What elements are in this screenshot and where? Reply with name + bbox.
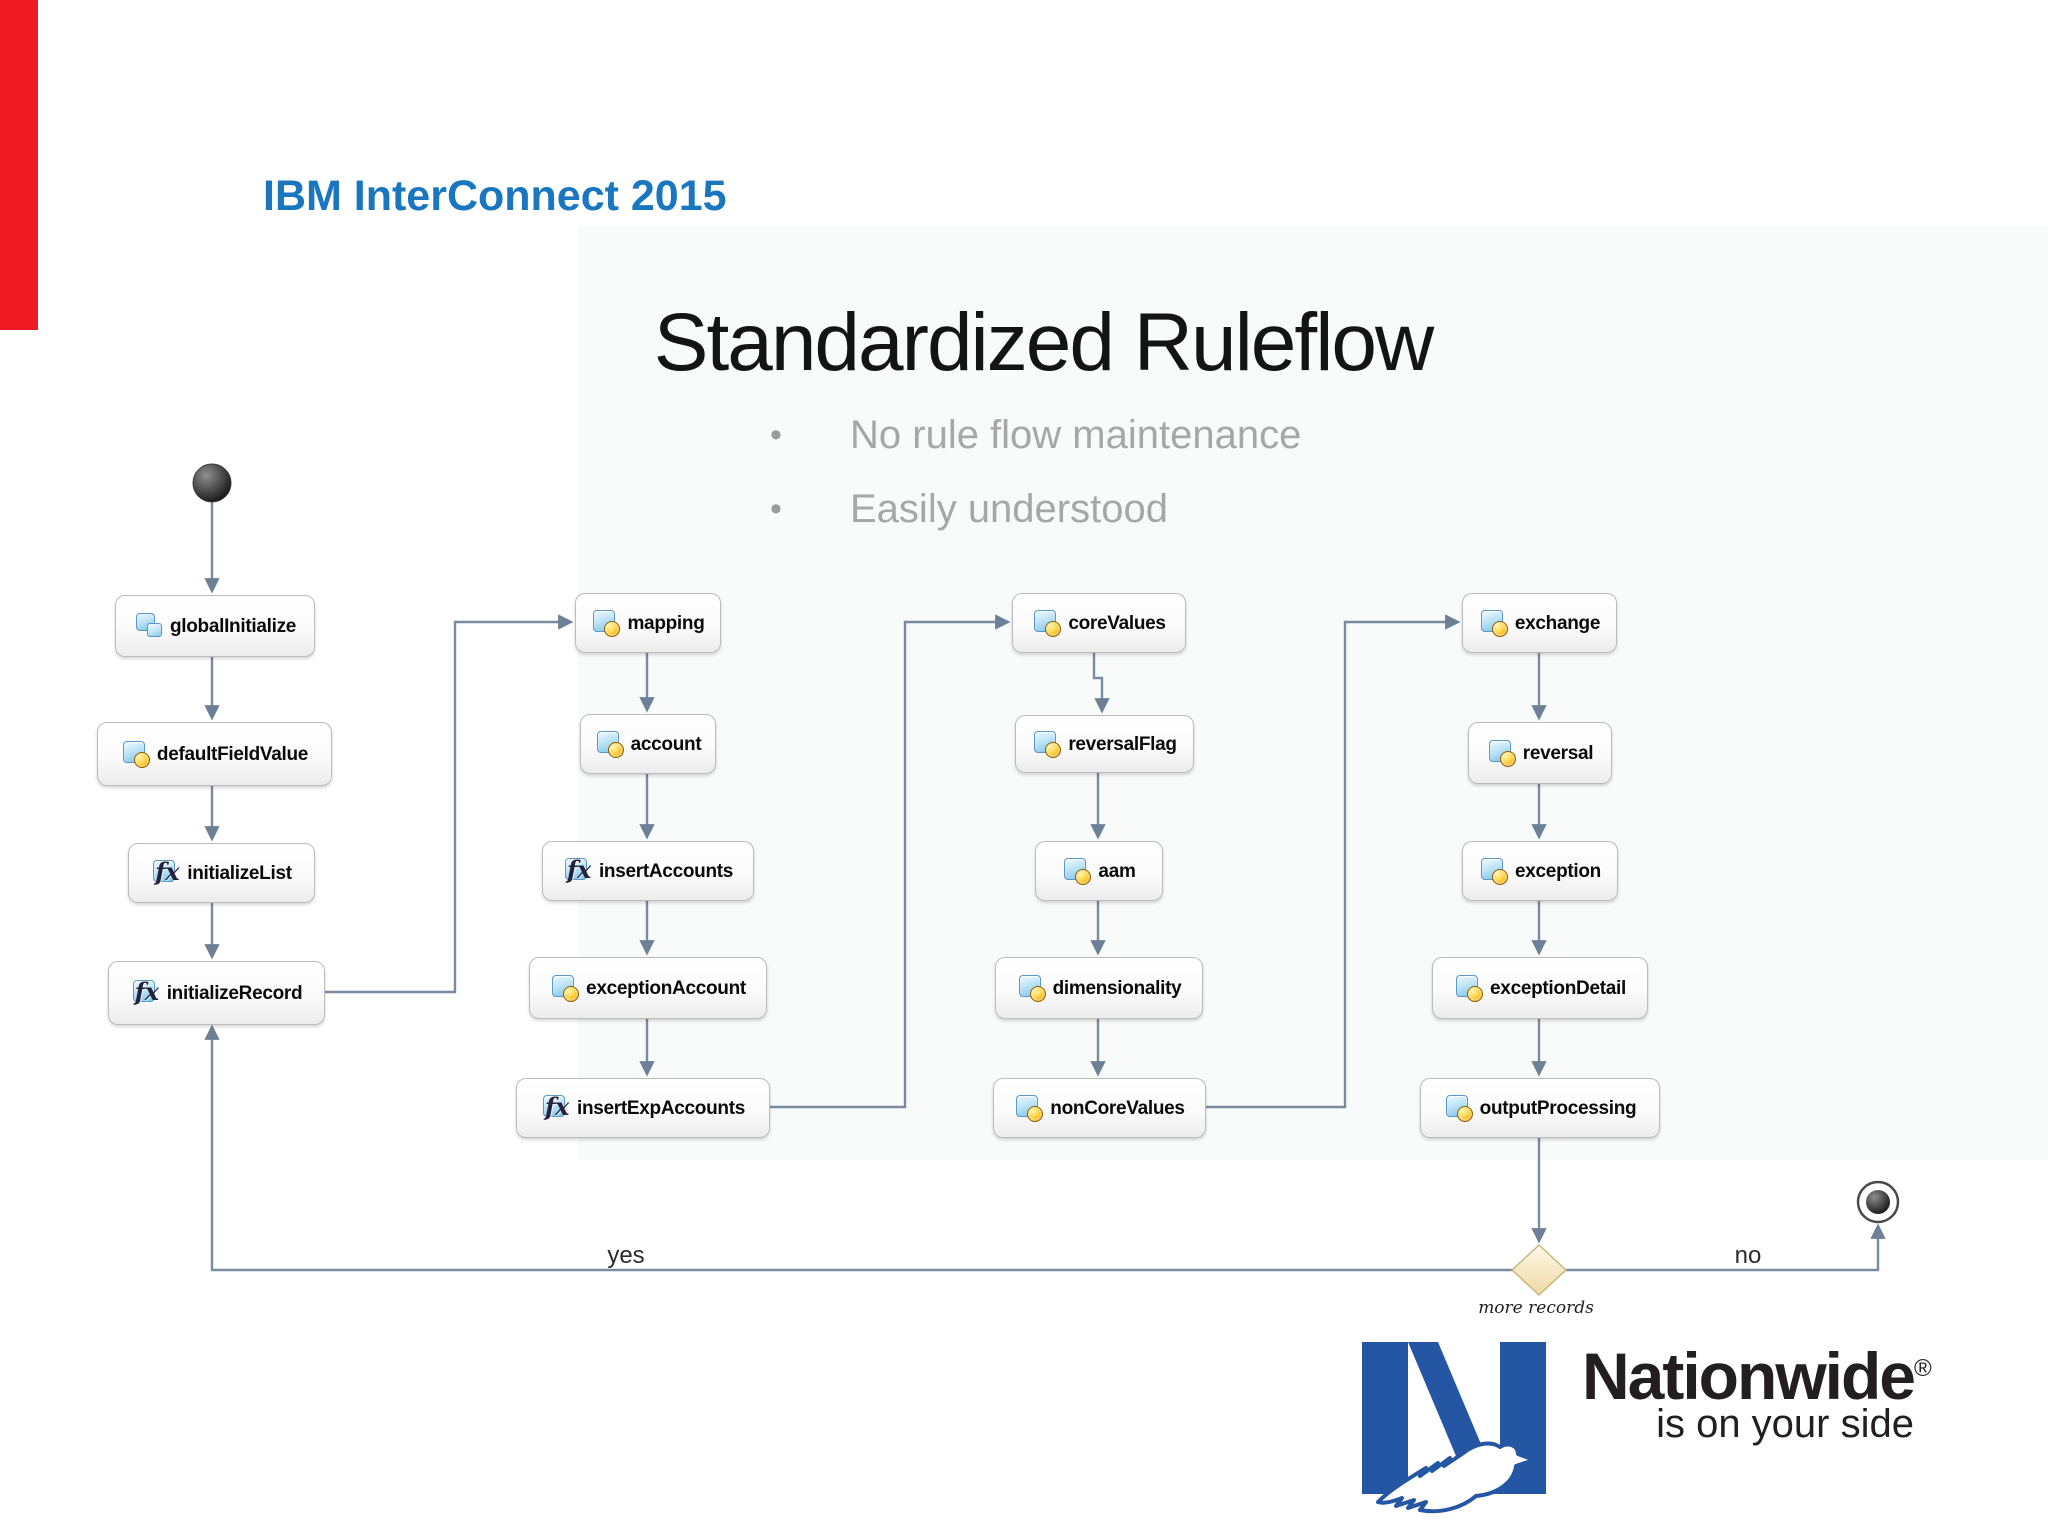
flow-node-globalInitialize: globalInitialize [115, 595, 315, 657]
rule-task-icon [595, 728, 627, 760]
flow-node-label: mapping [627, 613, 705, 634]
rule-task-icon [550, 972, 582, 1004]
rule-task-icon [1454, 972, 1486, 1004]
flow-node-label: reversalFlag [1068, 734, 1177, 755]
flow-node-label: exchange [1514, 613, 1601, 634]
function-icon: fx [564, 855, 591, 884]
registered-mark: ® [1914, 1355, 1932, 1382]
flow-node-label: globalInitialize [169, 616, 297, 637]
flow-node-label: reversal [1522, 743, 1594, 764]
flow-node-label: insertAccounts [598, 861, 734, 882]
rule-task-icon [1444, 1092, 1476, 1124]
start-node [192, 463, 232, 503]
flow-node-reversal: reversal [1468, 722, 1612, 784]
rule-task-icon [1032, 607, 1064, 639]
function-icon: fx [132, 977, 159, 1006]
flow-node-insertAccounts: fx insertAccounts [542, 841, 754, 901]
flow-node-account: account [580, 714, 716, 774]
flow-node-label: dimensionality [1052, 978, 1182, 999]
edge-initializeRecord-mapping [323, 614, 574, 994]
flow-node-exceptionDetail: exceptionDetail [1432, 957, 1648, 1019]
edge-label-yes: yes [607, 1242, 645, 1269]
flow-node-exchange: exchange [1462, 593, 1617, 653]
event-title: IBM InterConnect 2015 [263, 172, 727, 220]
flow-node-initializeList: fx initializeList [128, 843, 315, 903]
function-icon: fx [542, 1092, 570, 1121]
flow-node-label: exceptionDetail [1490, 978, 1626, 999]
nationwide-logo: Nationwide® is on your side [1362, 1339, 1932, 1523]
flow-node-exception: exception [1462, 841, 1618, 901]
flow-node-label: account [630, 734, 702, 755]
red-accent-bar [0, 0, 38, 330]
brand-tagline: is on your side [1656, 1402, 1914, 1446]
bullet-list: No rule flow maintenance Easily understo… [770, 412, 1301, 560]
rule-task-icon [1479, 855, 1511, 887]
rule-task-icon [1479, 607, 1511, 639]
brand-name: Nationwide® [1582, 1339, 1932, 1413]
function-icon: fx [153, 857, 180, 886]
flow-node-initializeRecord: fx initializeRecord [108, 961, 325, 1025]
flow-node-label: initializeRecord [166, 983, 303, 1004]
flow-node-label: coreValues [1068, 613, 1166, 634]
flow-node-reversalFlag: reversalFlag [1015, 715, 1194, 773]
edge-label-no: no [1734, 1242, 1762, 1269]
flow-node-outputProcessing: outputProcessing [1420, 1078, 1660, 1138]
flow-node-label: outputProcessing [1479, 1098, 1637, 1119]
flow-node-mapping: mapping [575, 593, 721, 653]
flow-node-label: exception [1515, 861, 1601, 882]
rule-task-icon [1062, 855, 1094, 887]
bullet-text: Easily understood [850, 487, 1168, 531]
slide-title: Standardized Ruleflow [653, 297, 1434, 388]
flow-node-label: insertExpAccounts [576, 1098, 746, 1119]
edge-decision-no-end [1566, 1223, 1886, 1272]
bullet-item: No rule flow maintenance [770, 412, 1301, 458]
decision-label: more records [1478, 1298, 1594, 1318]
bullet-dot [770, 486, 850, 532]
flow-node-label: initializeList [187, 863, 292, 884]
flow-node-label: exceptionAccount [586, 978, 746, 999]
flow-node-label: defaultFieldValue [156, 744, 309, 765]
flow-node-defaultFieldValue: defaultFieldValue [97, 722, 332, 786]
rule-task-icon [1032, 728, 1064, 760]
bullet-text: No rule flow maintenance [850, 413, 1302, 457]
bullet-dot [770, 412, 850, 458]
flow-node-nonCoreValues: nonCoreValues [993, 1078, 1206, 1138]
flow-node-dimensionality: dimensionality [995, 957, 1203, 1019]
flow-node-coreValues: coreValues [1012, 593, 1186, 653]
rule-task-icon [591, 607, 623, 639]
rule-task-icon [1487, 737, 1519, 769]
flow-node-label: aam [1098, 861, 1136, 882]
rule-task-icon [1014, 1092, 1046, 1124]
rule-task-icon [1017, 972, 1049, 1004]
flow-node-exceptionAccount: exceptionAccount [529, 957, 767, 1019]
nationwide-eagle-mark-icon [1362, 1342, 1546, 1514]
bullet-item: Easily understood [770, 486, 1301, 532]
flow-node-aam: aam [1035, 841, 1163, 901]
task-icon [134, 610, 166, 642]
decision-diamond [1510, 1243, 1568, 1297]
flow-node-insertExpAccounts: fx insertExpAccounts [516, 1078, 770, 1138]
rule-task-icon [121, 738, 153, 770]
flow-node-label: nonCoreValues [1050, 1098, 1185, 1119]
end-node [1856, 1180, 1900, 1224]
